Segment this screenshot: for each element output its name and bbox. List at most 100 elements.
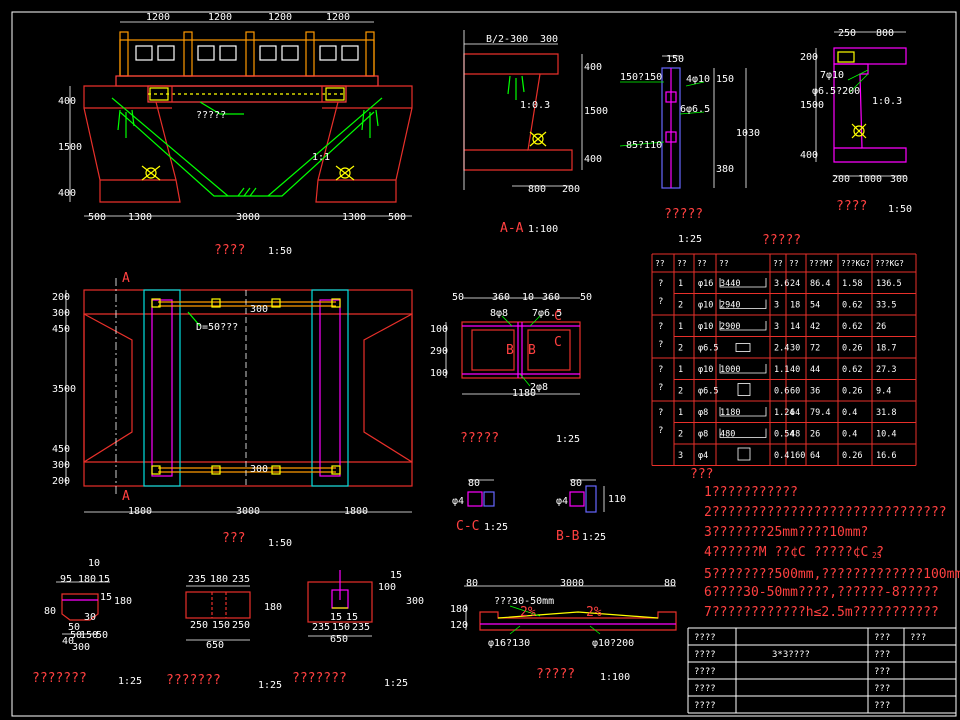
beam-label-6: C [554,335,562,350]
aa-right-dim-1: 400 [584,62,602,73]
deck-left-dim-2: 120 [450,620,468,631]
rebar-shape [719,428,767,438]
table-cell: 79.4 [810,408,830,418]
deck-scale: 1:100 [600,672,630,683]
column-top-dim: 150 [666,54,684,65]
abutment-leaders [847,69,869,93]
title-block-cell: ??? [910,633,926,643]
table-cell: 16.6 [876,451,896,461]
aa-top-dim-1: B/2-300 [486,34,528,45]
table-header-cell: ?? [773,259,783,268]
table-cell: 26 [810,430,820,440]
table-group-label: ? [658,408,663,418]
table-cell: 54 [810,301,820,311]
rebar-table-title: ????? [762,233,801,248]
elev-title: ???? [214,243,245,258]
beam-top-dim-3: 10 [522,292,534,303]
detail-2 [185,585,251,641]
detail3-dim-5: 15 [346,612,358,623]
detail1-dim-8: 50 [68,622,80,633]
table-header-cell: ?? [697,259,707,268]
table-cell: 2 [678,301,683,311]
plan-title: ??? [222,531,245,546]
column-leaders [619,81,705,147]
bb-dim-3: 110 [608,494,626,505]
table-cell: 2940 [720,301,740,311]
table-cell: 60 [790,387,800,397]
beam-label-4: B [506,343,514,358]
grass-marks [117,109,379,197]
rebar-shape [719,321,767,331]
detail3-dim-8: 235 [352,622,370,633]
column-title: ????? [664,207,703,222]
table-header-cell: ?? [677,259,687,268]
abutment-symbol-left [141,165,161,181]
note-line-7: 7????????????h≤2.5m??????????? [704,605,939,620]
abutment-dim-lines [815,31,906,177]
column-right-dim-2: 1030 [736,128,760,139]
detail1-dim-12: 150 [80,630,98,641]
detail2-dim-8: 650 [206,640,224,651]
table-cell: 0.26 [842,344,862,354]
deck-label-1: φ16?130 [488,638,530,649]
table-cell: 480 [720,430,735,440]
table-cell: 2 [678,344,683,354]
bb-scale: 1:25 [582,532,606,543]
beam-top-dim-2: 360 [492,292,510,303]
elevation-dim-lines [69,21,412,217]
table-cell: φ8 [698,408,708,418]
plan-anchor-boxes [151,298,341,475]
table-cell: 48 [790,430,800,440]
table-cell: 0.4 [774,451,789,461]
table-group-label: ? [658,322,663,332]
elev-bottom-dim-3: 3000 [236,212,260,223]
abutment-bottom-dim-1: 200 [832,174,850,185]
detail3-dim-1: 100 [378,582,396,593]
detail1-title: ??????? [32,671,87,686]
abutment-scale: 1:50 [888,204,912,215]
beam-top-dim-1: 50 [452,292,464,303]
deck-slope-2: 2% [586,605,602,620]
note-line-3: 3???????25mm????10mm? [704,525,868,540]
detail1-scale: 1:25 [118,676,142,687]
note-line-4: 4??????M ??¢C ?????¢C ? [704,545,884,560]
beam-left-dim-2: 290 [430,346,448,357]
table-cell: 14 [790,322,800,332]
abutment-title: ???? [836,199,867,214]
plan-note: D=50??? [196,322,238,333]
plan-left-dim-3: 450 [52,324,70,335]
beam-label-2: 7φ6.5 [532,308,562,319]
elev-bottom-dim-5: 500 [388,212,406,223]
table-cell: 136.5 [876,279,902,289]
column-label-1: 150?150 [620,72,662,83]
plan-dim-lines [65,278,412,513]
elev-top-dim-3: 1200 [268,12,292,23]
cc-section [467,479,495,507]
beam-left-dim-1: 100 [430,324,448,335]
table-cell: 42 [810,322,820,332]
table-cell: 3 [774,301,779,311]
column-label-3: 6φ6.5 [680,104,710,115]
elev-bottom-dim-2: 1300 [128,212,152,223]
detail1-dim-14: 300 [72,642,90,653]
abutment-left-dim-1: 200 [800,52,818,63]
table-cell: 0.26 [842,451,862,461]
beam-section [445,297,581,395]
table-cell: 0.4 [842,408,857,418]
elev-left-dim-3: 400 [58,188,76,199]
aa-right-dim-3: 400 [584,154,602,165]
table-cell: φ8 [698,430,708,440]
table-group-label: ? [658,297,663,307]
title-block-cell: ??? [874,701,890,711]
detail3-dim-2: 15 [390,570,402,581]
rebar-shape [737,383,751,396]
table-cell: 31.8 [876,408,896,418]
plan-left-dim-5: 450 [52,444,70,455]
plan-left-dim-4: 3500 [52,384,76,395]
elev-bottom-dim-4: 1300 [342,212,366,223]
table-cell: 160 [790,451,805,461]
abutment-label-2: φ6.5?200 [812,86,860,97]
detail2-title: ??????? [166,673,221,688]
detail2-dim-7: 250 [232,620,250,631]
